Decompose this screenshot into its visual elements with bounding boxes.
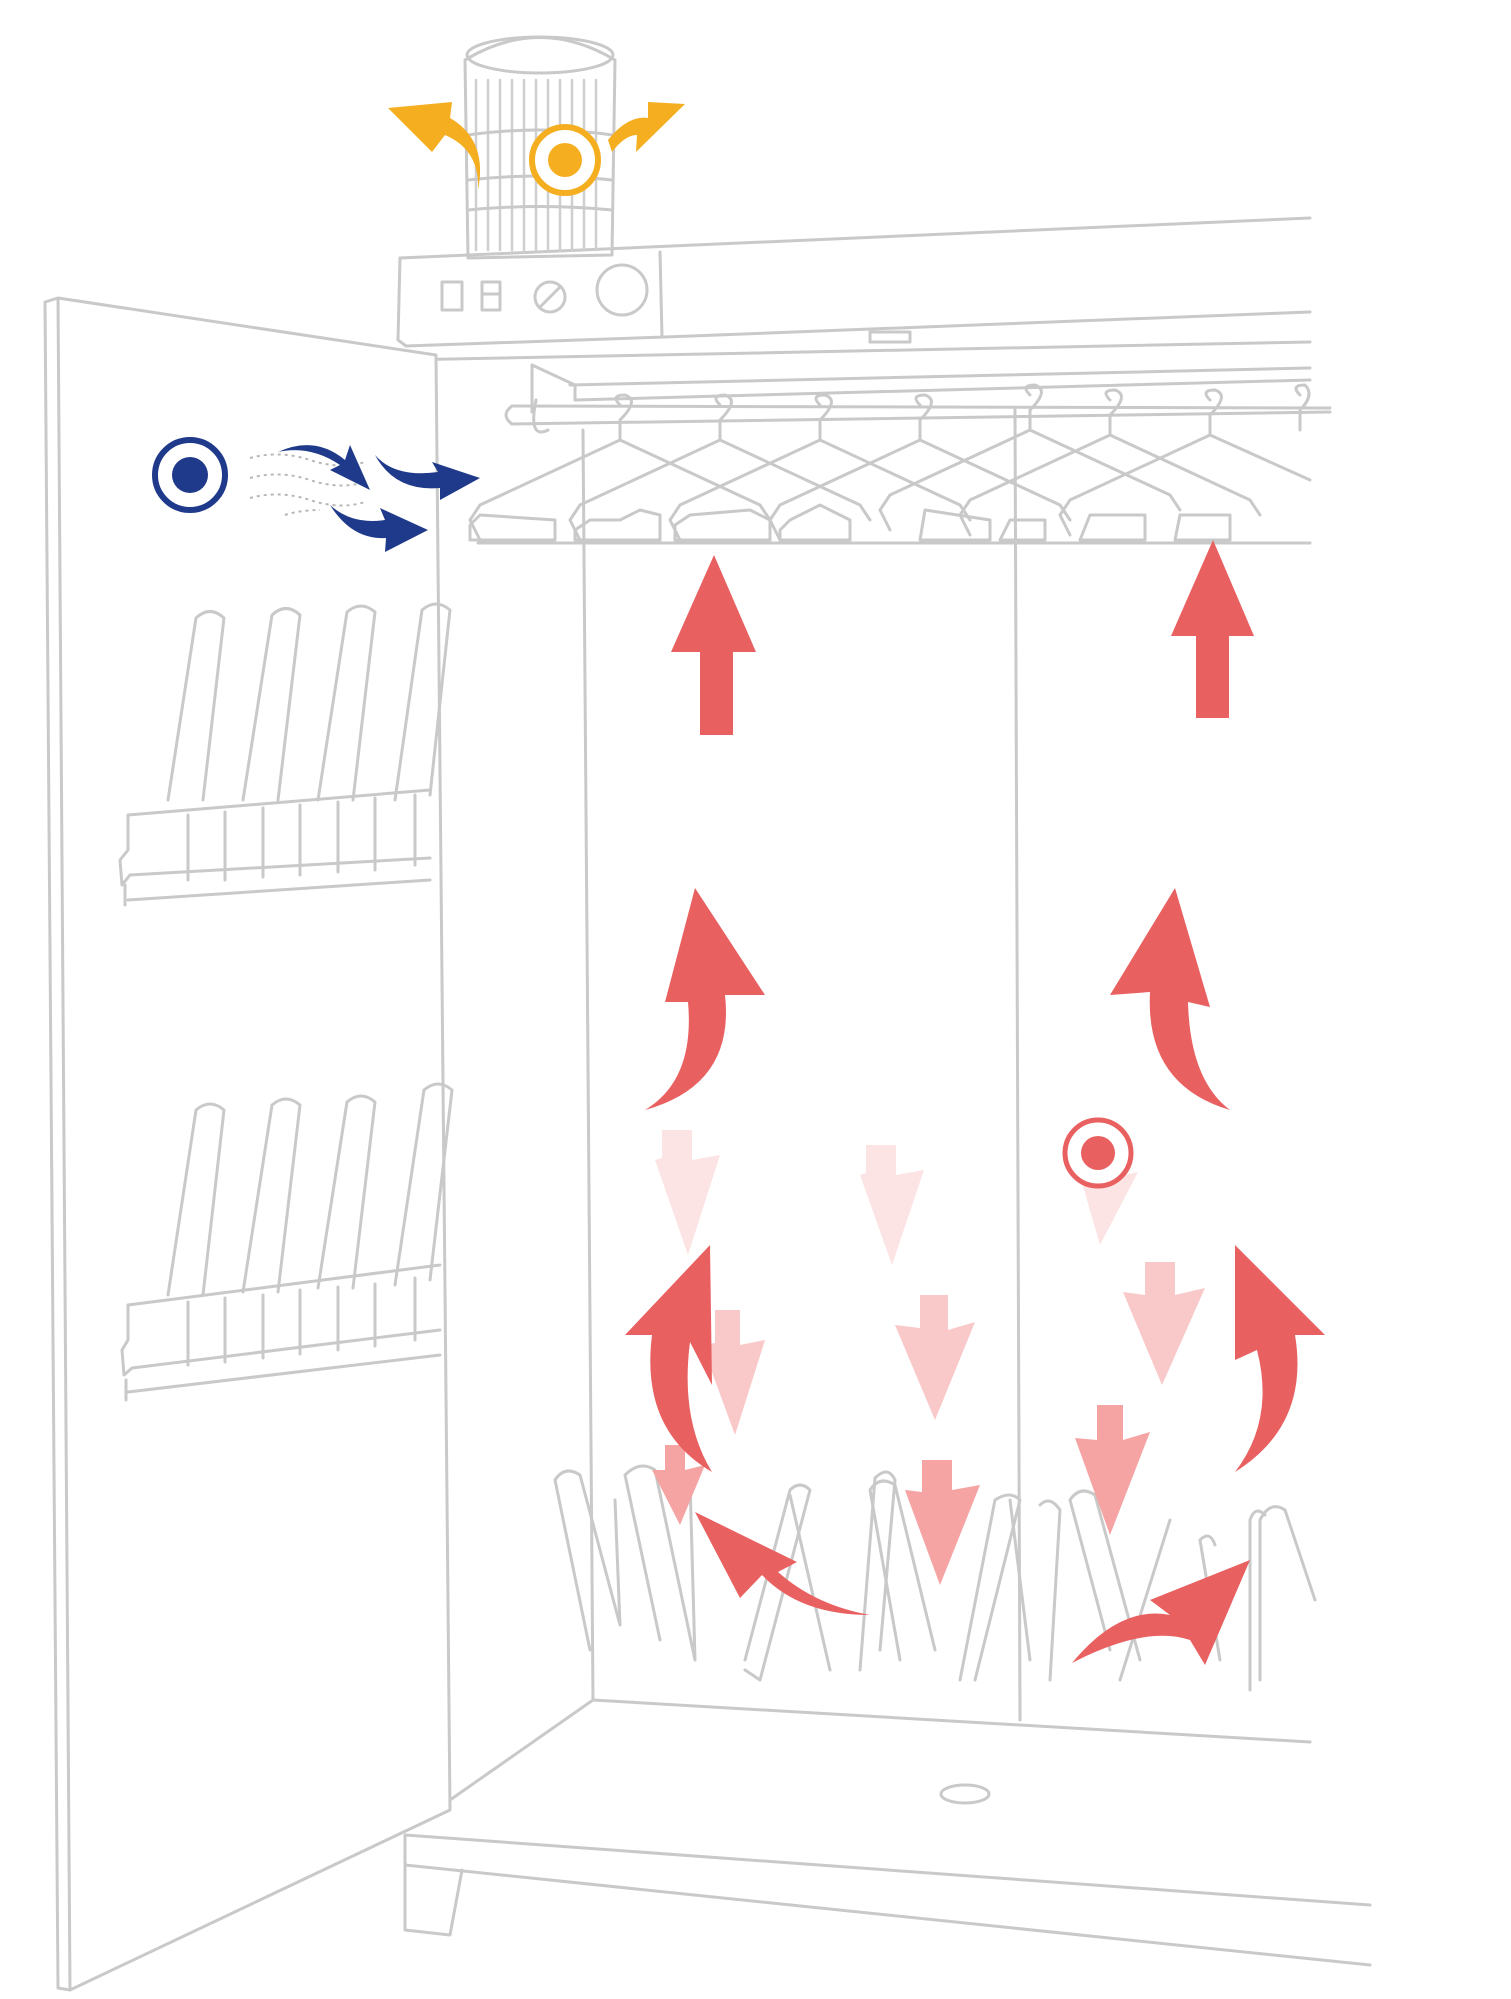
- arrow-icon: [330, 505, 428, 552]
- hanger-icon: [1294, 383, 1311, 432]
- arrow-icon: [1235, 1245, 1325, 1472]
- hanger-icon: [568, 393, 872, 542]
- knob-icon: [595, 263, 649, 317]
- arrow-icon: [625, 1245, 712, 1472]
- arrow-icon: [1123, 1262, 1205, 1385]
- arrow-icon: [1072, 1560, 1250, 1665]
- arrow-icon: [278, 445, 370, 490]
- arrow-icon: [375, 455, 480, 500]
- moist-air-arrows: [652, 1130, 1205, 1585]
- cabinet-door: [43, 296, 454, 1992]
- hanger-icon: [958, 388, 1262, 537]
- arrow-icon: [1110, 888, 1230, 1110]
- hanger-icon: [468, 393, 772, 542]
- arrow-icon: [652, 1445, 705, 1525]
- fan-unit-icon: [463, 35, 617, 260]
- arrow-icon: [645, 888, 765, 1110]
- marker-circulation: [1062, 1117, 1134, 1189]
- warm-air-arrows: [625, 540, 1325, 1665]
- intake-airflow: [249, 445, 480, 552]
- arrow-icon: [1171, 540, 1254, 718]
- arrow-icon: [388, 102, 481, 190]
- switch-icon: [480, 280, 502, 312]
- hanger-row: [468, 383, 1312, 542]
- marker-intake: [152, 437, 228, 513]
- arrow-icon: [702, 1310, 765, 1435]
- hanger-icon: [768, 393, 1072, 542]
- dial-icon: [533, 280, 567, 314]
- boot-rack-icon: [120, 1082, 454, 1402]
- arrow-icon: [608, 102, 685, 152]
- boot-rack-icon: [553, 1464, 1317, 1692]
- arrow-icon: [860, 1145, 924, 1265]
- arrow-icon: [905, 1460, 980, 1585]
- exhaust-airflow: [388, 102, 685, 190]
- arrow-icon: [895, 1295, 975, 1420]
- marker-exhaust: [529, 124, 601, 196]
- arrow-icon: [671, 555, 756, 735]
- arrow-icon: [1075, 1405, 1150, 1535]
- switch-icon: [440, 280, 464, 312]
- boot-rack-icon: [118, 602, 452, 907]
- cabinet-icon: [396, 216, 1372, 1967]
- arrow-icon: [655, 1130, 720, 1255]
- hanger-icon: [1058, 388, 1312, 537]
- arrow-icon: [695, 1512, 870, 1615]
